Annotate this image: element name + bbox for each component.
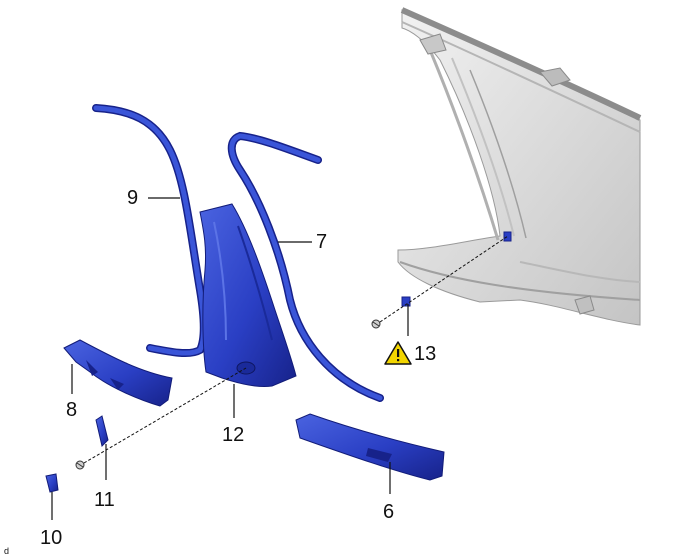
- callout-12: 12: [222, 424, 245, 446]
- warning-triangle-icon: [384, 341, 412, 365]
- install-path-line: [83, 367, 247, 464]
- install-path-line: [379, 235, 509, 323]
- bolt-icon: [371, 319, 381, 329]
- part-10-clip-icon: [45, 473, 59, 493]
- callout-8: 8: [66, 399, 78, 421]
- part-12-pillar-garnish: [199, 203, 297, 387]
- leader-lines: [51, 197, 409, 520]
- pillar-clip-mount: [503, 231, 512, 242]
- part-9-weatherstrip: [92, 104, 208, 358]
- bolt-icon: [75, 460, 85, 470]
- part-6-scuff-plate: [295, 413, 445, 481]
- part-11-clip: [95, 415, 109, 447]
- callout-9: 9: [127, 187, 139, 209]
- part-7-weatherstrip: [227, 131, 384, 402]
- vehicle-body-pillar: [397, 7, 642, 326]
- callout-13: 13: [414, 343, 437, 365]
- part-8-lower-trim: [63, 339, 173, 407]
- callout-6: 6: [383, 501, 395, 523]
- callout-11: 11: [94, 489, 115, 511]
- corner-mark: d: [4, 546, 10, 556]
- callout-10: 10: [40, 527, 63, 549]
- callout-7: 7: [316, 231, 328, 253]
